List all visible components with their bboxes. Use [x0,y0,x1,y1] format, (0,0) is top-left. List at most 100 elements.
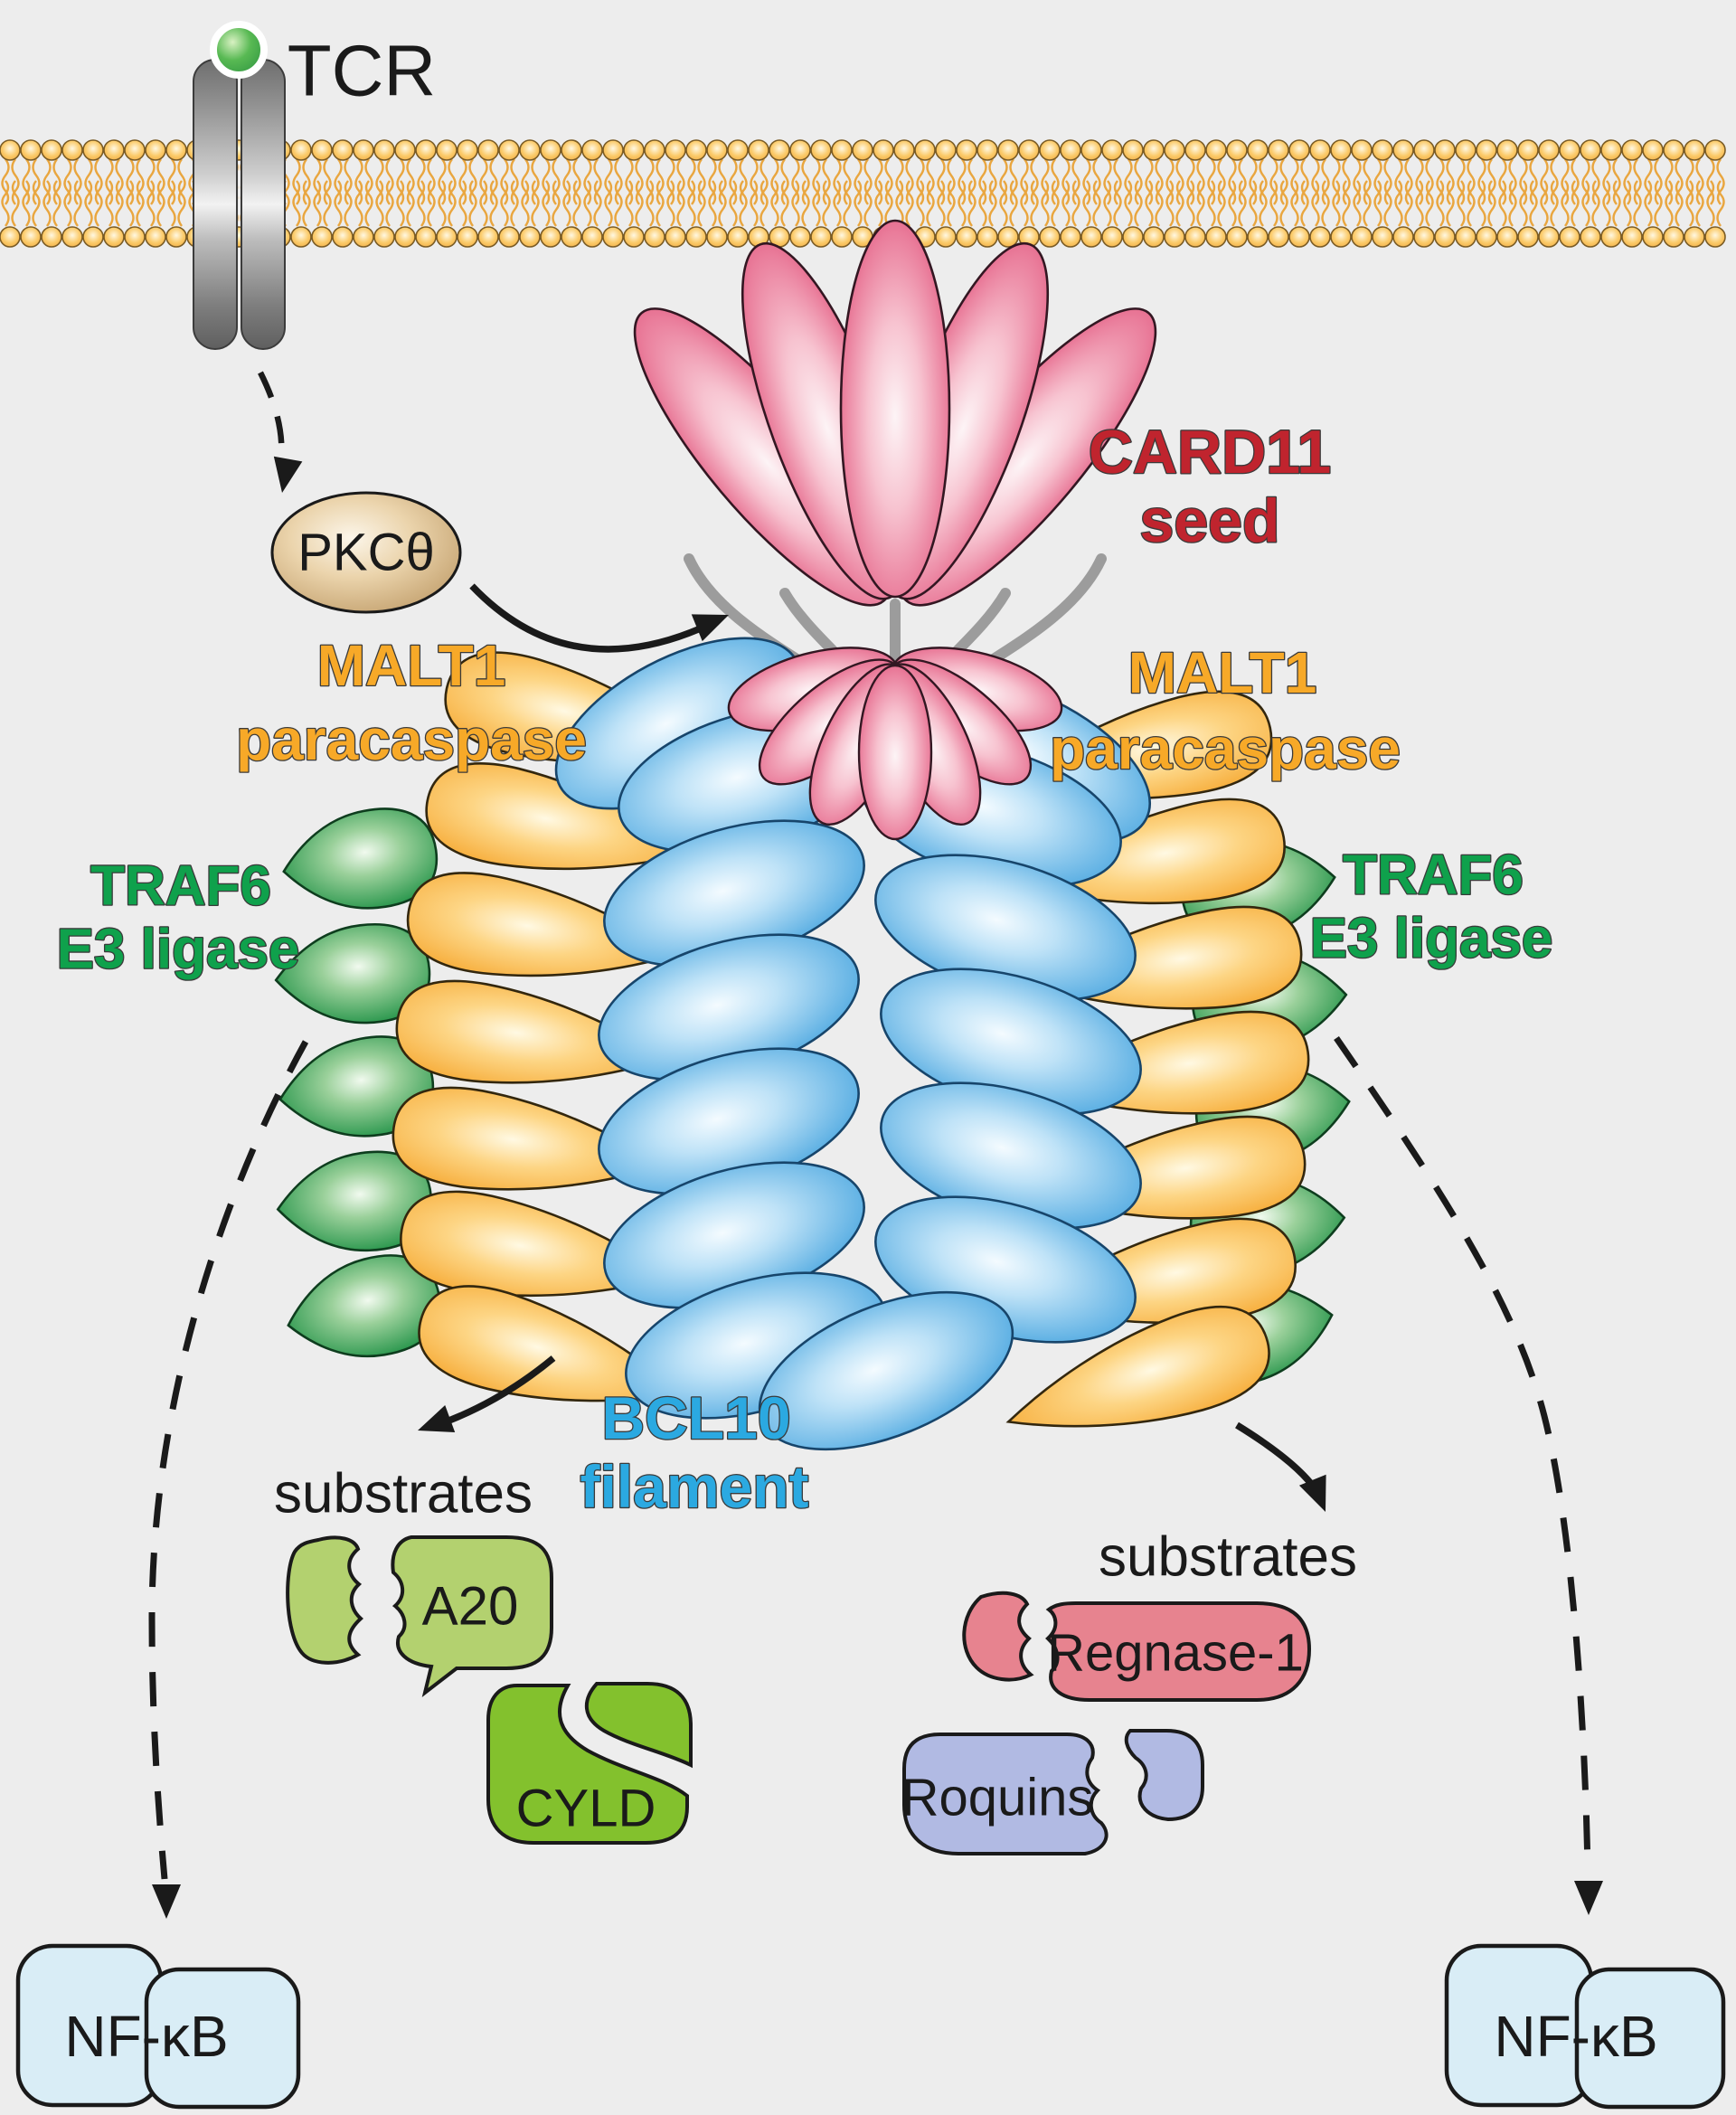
lipid-head [1226,226,1248,248]
regnase-label: Regnase-1 [1047,1624,1304,1683]
cyld-body [486,1684,689,1845]
lipid-head [1309,226,1331,248]
lipid-head [103,139,125,161]
lipid-head [145,226,166,248]
lipid-head [561,226,582,248]
lipid-head [810,226,832,248]
lipid-head [20,139,42,161]
lipid-head [665,139,686,161]
lipid-head [997,139,1019,161]
regnase-cleaved-fragment [962,1591,1034,1682]
substrates-left-label: substrates [274,1463,533,1525]
lipid-head [1268,139,1289,161]
roquins-body [902,1733,1109,1855]
dome-petal [857,664,933,841]
lipid-head [1704,226,1726,248]
lipid-head [1372,139,1393,161]
lipid-head [1080,139,1102,161]
lipid-head [1559,226,1580,248]
lipid-head [1538,226,1560,248]
lipid-head [1039,139,1061,161]
lipid-head [1392,139,1414,161]
lipid-head [644,139,665,161]
lipid-head [540,139,561,161]
lipid-head [1039,226,1061,248]
lipid-head [581,139,603,161]
lipid-head [1143,226,1165,248]
lipid-head [1164,226,1185,248]
lipid-head [1496,226,1518,248]
lipid-head [1434,139,1456,161]
bcl10-label-1: BCL10 [601,1384,790,1451]
lipid-head [1413,226,1435,248]
lipid-head [353,139,374,161]
lipid-head [935,226,957,248]
lipid-head [0,226,21,248]
lipid-head [415,226,437,248]
lipid-head [477,139,499,161]
lipid-head [1101,139,1123,161]
substrate-cyld [486,1682,693,1845]
lipid-head [914,139,936,161]
lipid-head [1663,139,1684,161]
lipid-head [1288,226,1310,248]
lipid-head [1434,226,1456,248]
lipid-head [727,139,749,161]
lipid-head [1060,226,1081,248]
arrow-to-substrates-left [412,1355,556,1445]
lipid-head [373,139,395,161]
lipid-head [1184,139,1206,161]
traf6-right-label-1: TRAF6 [1343,845,1524,907]
lipid-head [1600,139,1622,161]
nfkb-left-label: NF-κB [64,2004,228,2069]
lipid-head [1538,139,1560,161]
lipid-head [956,226,977,248]
lipid-head [373,226,395,248]
arrow-to-nfkb-right [1334,1036,1603,1915]
arrows [148,371,1603,1919]
lipid-head [124,139,146,161]
cyld-label: CYLD [516,1780,656,1838]
tcr-receptor [193,21,286,350]
lipid-head [477,226,499,248]
roquins-cleaved-fragment [1124,1729,1204,1822]
roquins-label: Roquins [901,1769,1094,1827]
lipid-head [457,139,478,161]
card11-seed-label-2: seed [1140,486,1280,555]
lipid-head [1164,139,1185,161]
a20-label: A20 [422,1576,519,1637]
a20-cleaved-fragment [286,1535,363,1665]
lipid-head [1580,139,1601,161]
lipid-head [41,226,62,248]
lipid-head [623,139,645,161]
traf6-right-label-2: E3 ligase [1310,908,1553,970]
lipid-head [561,139,582,161]
arrow-line [438,1355,556,1428]
malt1-left-label-2: paracaspase [236,707,587,772]
lipid-head [1351,226,1373,248]
lipid-head [1476,226,1497,248]
lipid-head [1642,139,1664,161]
lipid-head [685,226,707,248]
lipid-head [581,226,603,248]
traf6-left-label-2: E3 ligase [57,919,300,981]
lipid-head [893,139,915,161]
bcl10-label-2: filament [580,1453,808,1520]
lipid-head [1184,226,1206,248]
tcr-label: TCR [288,31,436,111]
substrate-roquins [902,1729,1204,1855]
malt1-left-label-1: MALT1 [317,633,506,698]
nfkb-subunit-box [144,1967,301,2110]
lipid-head [519,226,541,248]
lipid-head [976,139,998,161]
pkc-theta-ellipse [270,491,462,614]
lipid-head [1351,139,1373,161]
lipid-head [519,139,541,161]
cyld-cleaved-fragment [584,1682,693,1769]
lipid-head [873,139,894,161]
pkc-theta: PKCθ [270,491,462,614]
lipid-head [727,226,749,248]
lipid-head [290,139,312,161]
lipid-head [394,226,416,248]
